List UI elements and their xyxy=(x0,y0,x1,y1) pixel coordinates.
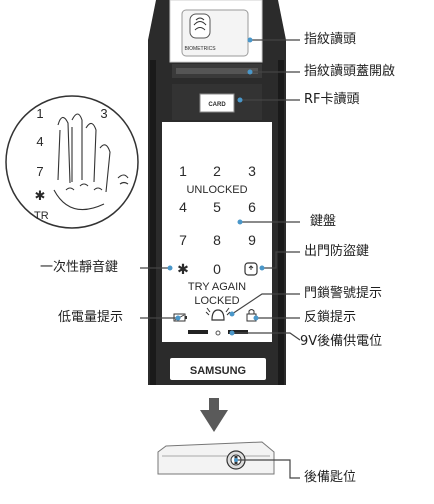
status-try-again: TRY AGAIN xyxy=(188,281,246,293)
callout-backup-key: 後備匙位 xyxy=(304,470,357,485)
down-arrow-icon xyxy=(200,398,228,432)
callout-keypad: 鍵盤 xyxy=(310,214,337,229)
zoom-key-7: 7 xyxy=(36,164,43,179)
zoom-key-star: ✱ xyxy=(35,188,46,203)
exit-alarm-key-icon xyxy=(244,262,258,276)
callout-fingerprint-reader: 指紋讀頭 xyxy=(304,32,357,47)
callout-mute-key: 一次性靜音鍵 xyxy=(40,260,119,275)
zoom-partial-text: TR xyxy=(34,210,49,222)
callout-rf-card-reader: RF卡讀頭 xyxy=(304,92,360,107)
status-locked: LOCKED xyxy=(194,295,239,307)
callout-backup-9v: 9V後備供電位 xyxy=(300,334,383,349)
zoom-key-4: 4 xyxy=(36,134,43,149)
fingerprint-sensor: BIOMETRICS xyxy=(169,0,263,63)
key-0: 0 xyxy=(213,261,221,277)
keypad-faceplate xyxy=(162,122,272,342)
card-reader: CARD xyxy=(172,84,262,120)
key-7: 7 xyxy=(179,232,187,248)
key-8: 8 xyxy=(213,232,221,248)
leader-lines xyxy=(140,39,301,341)
fingerprint-icon xyxy=(193,17,207,31)
keypad: 1 2 3 UNLOCKED 4 5 6 7 8 9 ✱ 0 TRY AGAIN… xyxy=(177,163,258,307)
key-9: 9 xyxy=(248,232,256,248)
alarm-bell-icon xyxy=(205,307,231,321)
status-unlocked: UNLOCKED xyxy=(186,184,247,196)
zoom-key-1: 1 xyxy=(36,106,43,121)
callout-low-battery: 低電量提示 xyxy=(58,310,124,325)
lock-bottom-view xyxy=(157,441,300,479)
sensor-brand-label: BIOMETRICS xyxy=(184,46,216,52)
zoom-key-3: 3 xyxy=(100,106,107,121)
brand-logo: SAMSUNG xyxy=(190,365,246,377)
callout-lock-alarm-indicator: 門鎖警號提示 xyxy=(304,286,383,301)
callout-fingerprint-cover: 指紋讀頭蓋開啟 xyxy=(304,64,396,79)
battery-contacts xyxy=(188,330,248,336)
key-5: 5 xyxy=(213,199,221,215)
callout-exit-alarm-key: 出門防盜鍵 xyxy=(304,244,370,259)
key-4: 4 xyxy=(179,199,187,215)
callout-double-lock: 反鎖提示 xyxy=(304,310,357,325)
leader-dots xyxy=(167,37,265,336)
hand-sketch xyxy=(53,113,129,211)
key-6: 6 xyxy=(248,199,256,215)
fingerprint-cover-hinge xyxy=(172,64,262,78)
zoom-inset: 1 3 4 7 ✱ TR xyxy=(5,95,139,229)
key-2: 2 xyxy=(213,163,221,179)
brand-plate: SAMSUNG xyxy=(170,358,266,380)
key-1: 1 xyxy=(179,163,187,179)
card-label: CARD xyxy=(208,102,226,108)
key-star: ✱ xyxy=(177,261,189,277)
key-3: 3 xyxy=(248,163,256,179)
